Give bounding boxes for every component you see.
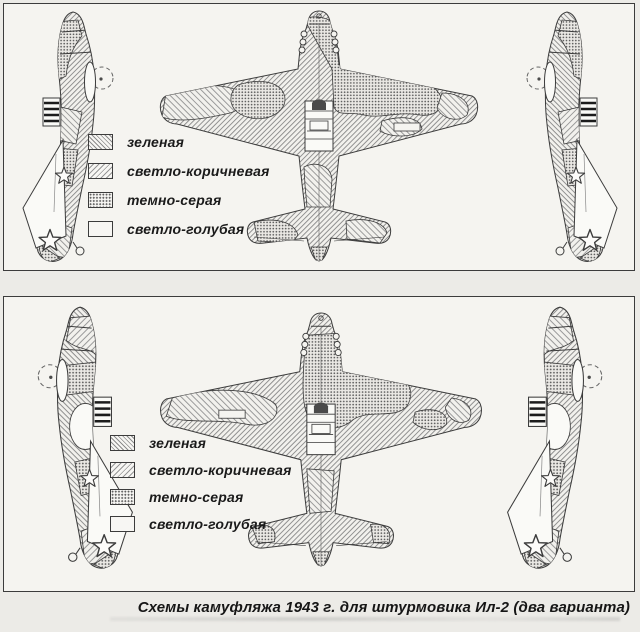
legend-label: светло-голубая xyxy=(149,516,267,532)
legend-label: светло-коричневая xyxy=(127,163,270,179)
light-brown-hatch-swatch xyxy=(110,462,135,478)
legend-label: темно-серая xyxy=(127,192,222,208)
scan-bleed-through-artifact xyxy=(110,617,620,621)
right-fuselage-profile-view xyxy=(494,303,630,575)
legend-item-light-blue: светло-голубая xyxy=(88,221,270,237)
green-hatch-swatch xyxy=(88,134,113,150)
camouflage-scheme-panel-variant-2: зеленая светло-коричневая темно-серая св… xyxy=(3,296,635,592)
dark-gray-stipple-swatch xyxy=(110,489,135,505)
legend-item-dark-gray: темно-серая xyxy=(88,192,270,208)
dark-gray-stipple-swatch xyxy=(88,192,113,208)
figure-caption: Схемы камуфляжа 1943 г. для штурмовика И… xyxy=(137,599,630,616)
legend-item-light-blue: светло-голубая xyxy=(110,516,292,532)
legend-label: темно-серая xyxy=(149,489,244,505)
right-fuselage-profile-view xyxy=(500,8,630,268)
camouflage-color-legend: зеленая светло-коричневая темно-серая св… xyxy=(110,435,292,543)
legend-label: зеленая xyxy=(149,435,207,451)
legend-label: светло-коричневая xyxy=(149,462,292,478)
legend-label: зеленая xyxy=(127,134,185,150)
green-hatch-swatch xyxy=(110,435,135,451)
legend-item-green: зеленая xyxy=(110,435,292,451)
camouflage-color-legend: зеленая светло-коричневая темно-серая св… xyxy=(88,134,270,250)
legend-item-green: зеленая xyxy=(88,134,270,150)
light-blue-plain-swatch xyxy=(110,516,135,532)
legend-label: светло-голубая xyxy=(127,221,245,237)
legend-item-dark-gray: темно-серая xyxy=(110,489,292,505)
legend-item-light-brown: светло-коричневая xyxy=(88,163,270,179)
light-blue-plain-swatch xyxy=(88,221,113,237)
camouflage-scheme-panel-variant-1: зеленая светло-коричневая темно-серая св… xyxy=(3,3,635,271)
light-brown-hatch-swatch xyxy=(88,163,113,179)
legend-item-light-brown: светло-коричневая xyxy=(110,462,292,478)
